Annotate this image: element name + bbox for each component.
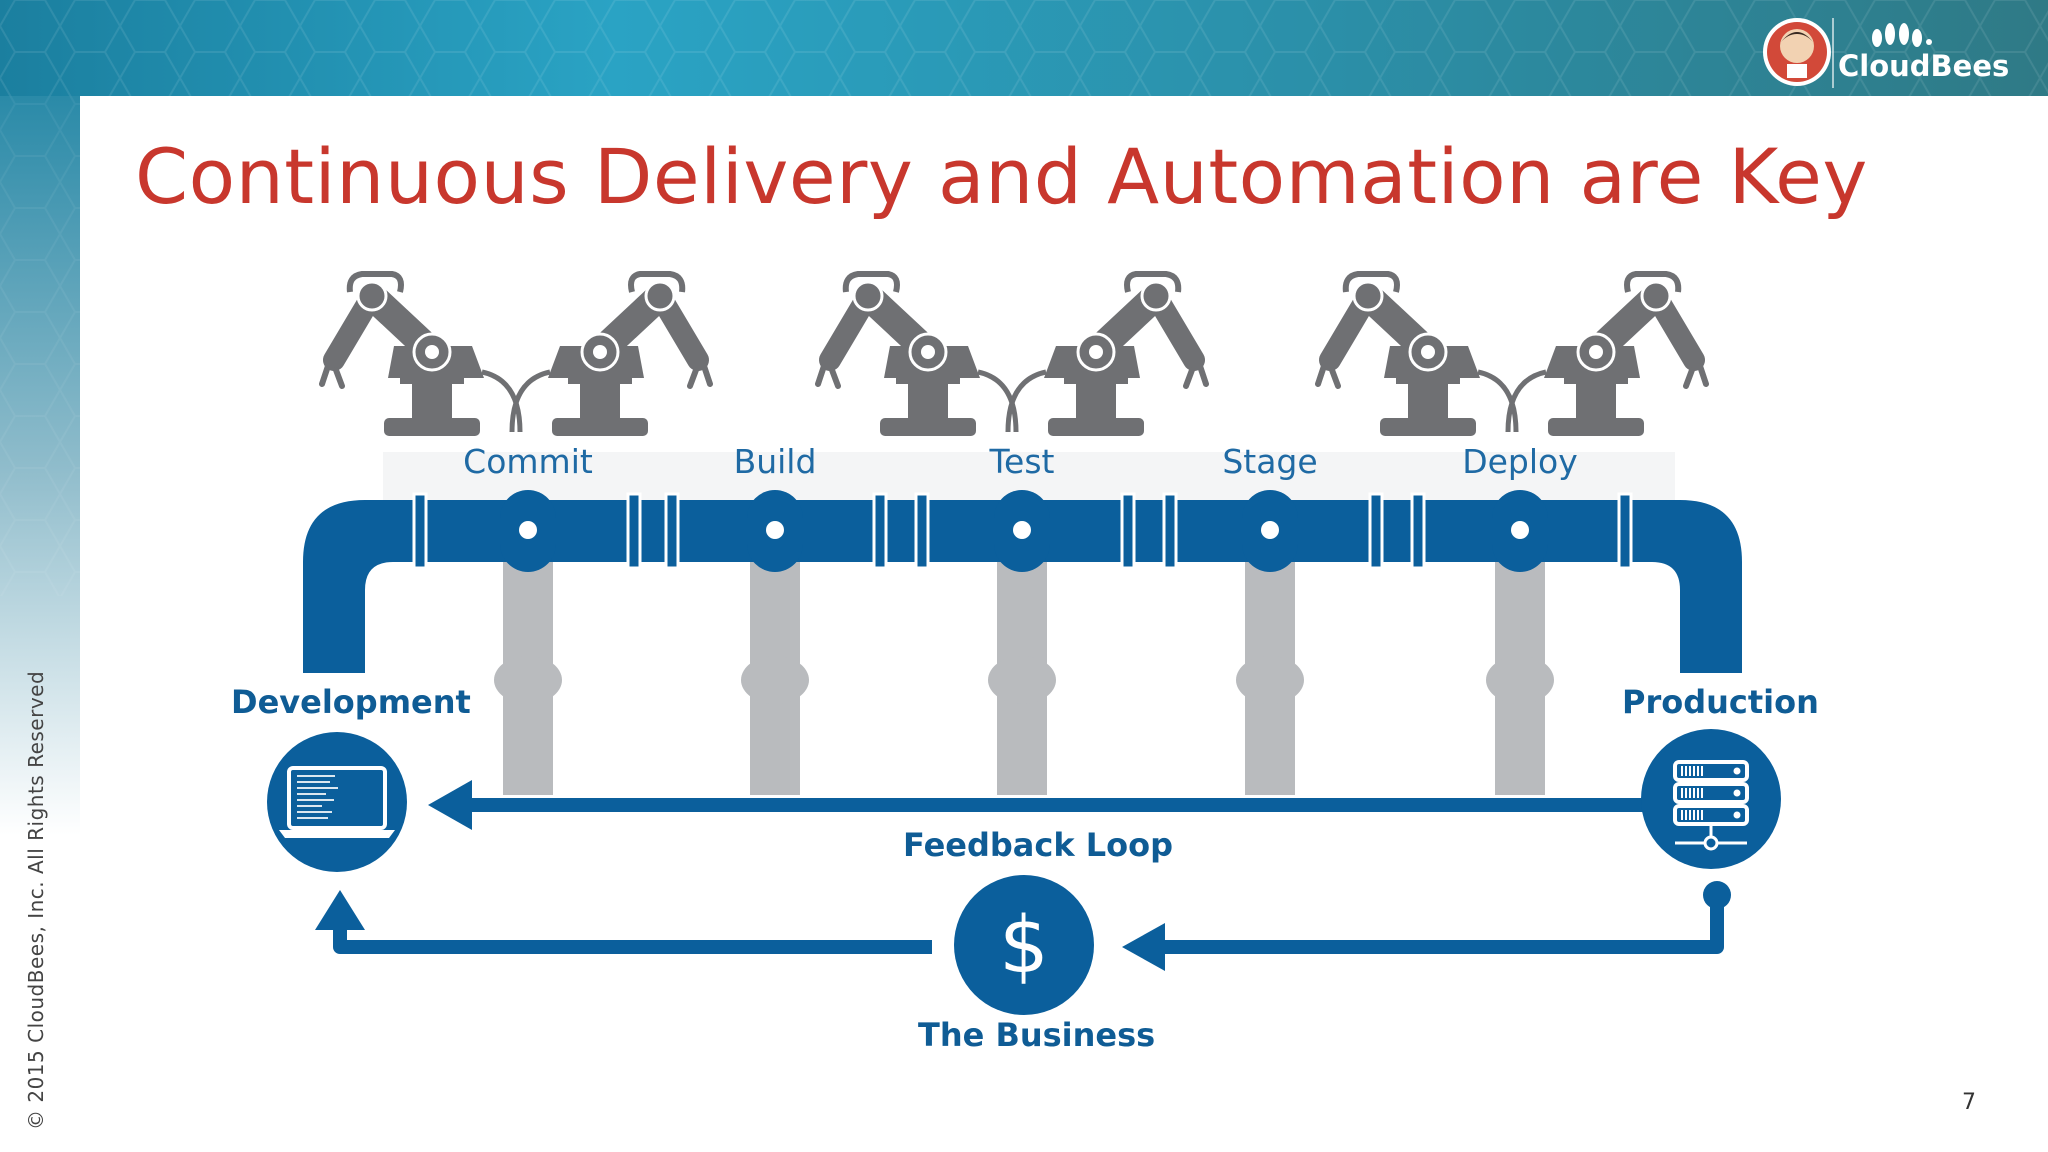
pipe-joint	[1368, 492, 1384, 570]
robot-arm-icon	[319, 271, 523, 436]
business-label: The Business	[918, 1016, 1156, 1054]
pipe-joint	[872, 492, 888, 570]
development-label: Development	[231, 683, 471, 721]
support-post	[1486, 560, 1554, 795]
business-flow-arrows	[333, 881, 1731, 954]
robot-arm-icon	[1005, 271, 1209, 436]
pipe-valve	[994, 490, 1050, 572]
robot-arm-icon	[509, 271, 713, 436]
dollar-icon: $	[954, 875, 1094, 1015]
business-arrow-head-left	[1122, 923, 1165, 971]
production-label: Production	[1622, 683, 1819, 721]
svg-text:$: $	[999, 901, 1049, 991]
pipe-joint	[664, 492, 680, 570]
pipe-joint	[626, 492, 642, 570]
feedback-loop-label: Feedback Loop	[903, 826, 1174, 864]
server-rack-icon	[1641, 729, 1781, 869]
pipe-joint	[1617, 492, 1633, 570]
robot-arm-icon	[815, 271, 1019, 436]
support-post	[988, 560, 1056, 795]
page-number: 7	[1962, 1090, 1976, 1115]
stage-label-deploy: Deploy	[1462, 442, 1578, 481]
stage-label-stage: Stage	[1222, 442, 1318, 481]
support-post	[1236, 560, 1304, 795]
support-post	[494, 560, 562, 795]
robot-group	[319, 271, 1709, 436]
jenkins-butler-icon	[1763, 18, 1831, 86]
development-arrow-head	[315, 890, 365, 930]
stage-label-build: Build	[733, 442, 817, 481]
feedback-loop-arrow	[428, 780, 1645, 830]
robot-arm-icon	[1315, 271, 1519, 436]
support-posts	[494, 560, 1554, 795]
pipe-valve	[1492, 490, 1548, 572]
slide-title: Continuous Delivery and Automation are K…	[135, 132, 1868, 221]
brand-wordmark: CloudBees	[1838, 49, 2010, 83]
pipe-joint	[1410, 492, 1426, 570]
pipe-joint	[1162, 492, 1178, 570]
pipe-joint	[914, 492, 930, 570]
laptop-icon	[267, 732, 407, 872]
robot-arm-icon	[1505, 271, 1709, 436]
bee-wings-icon	[1872, 23, 1932, 47]
copyright-notice: © 2015 CloudBees, Inc. All Rights Reserv…	[24, 670, 48, 1130]
support-post	[741, 560, 809, 795]
pipe-valve	[747, 490, 803, 572]
stage-label-test: Test	[989, 442, 1055, 481]
stage-label-commit: Commit	[463, 442, 593, 481]
pipe-joint	[1120, 492, 1136, 570]
pipe-joint	[412, 492, 428, 570]
pipe-valve	[1242, 490, 1298, 572]
pipe-valve	[500, 490, 556, 572]
pipeline-pipe	[303, 490, 1742, 673]
